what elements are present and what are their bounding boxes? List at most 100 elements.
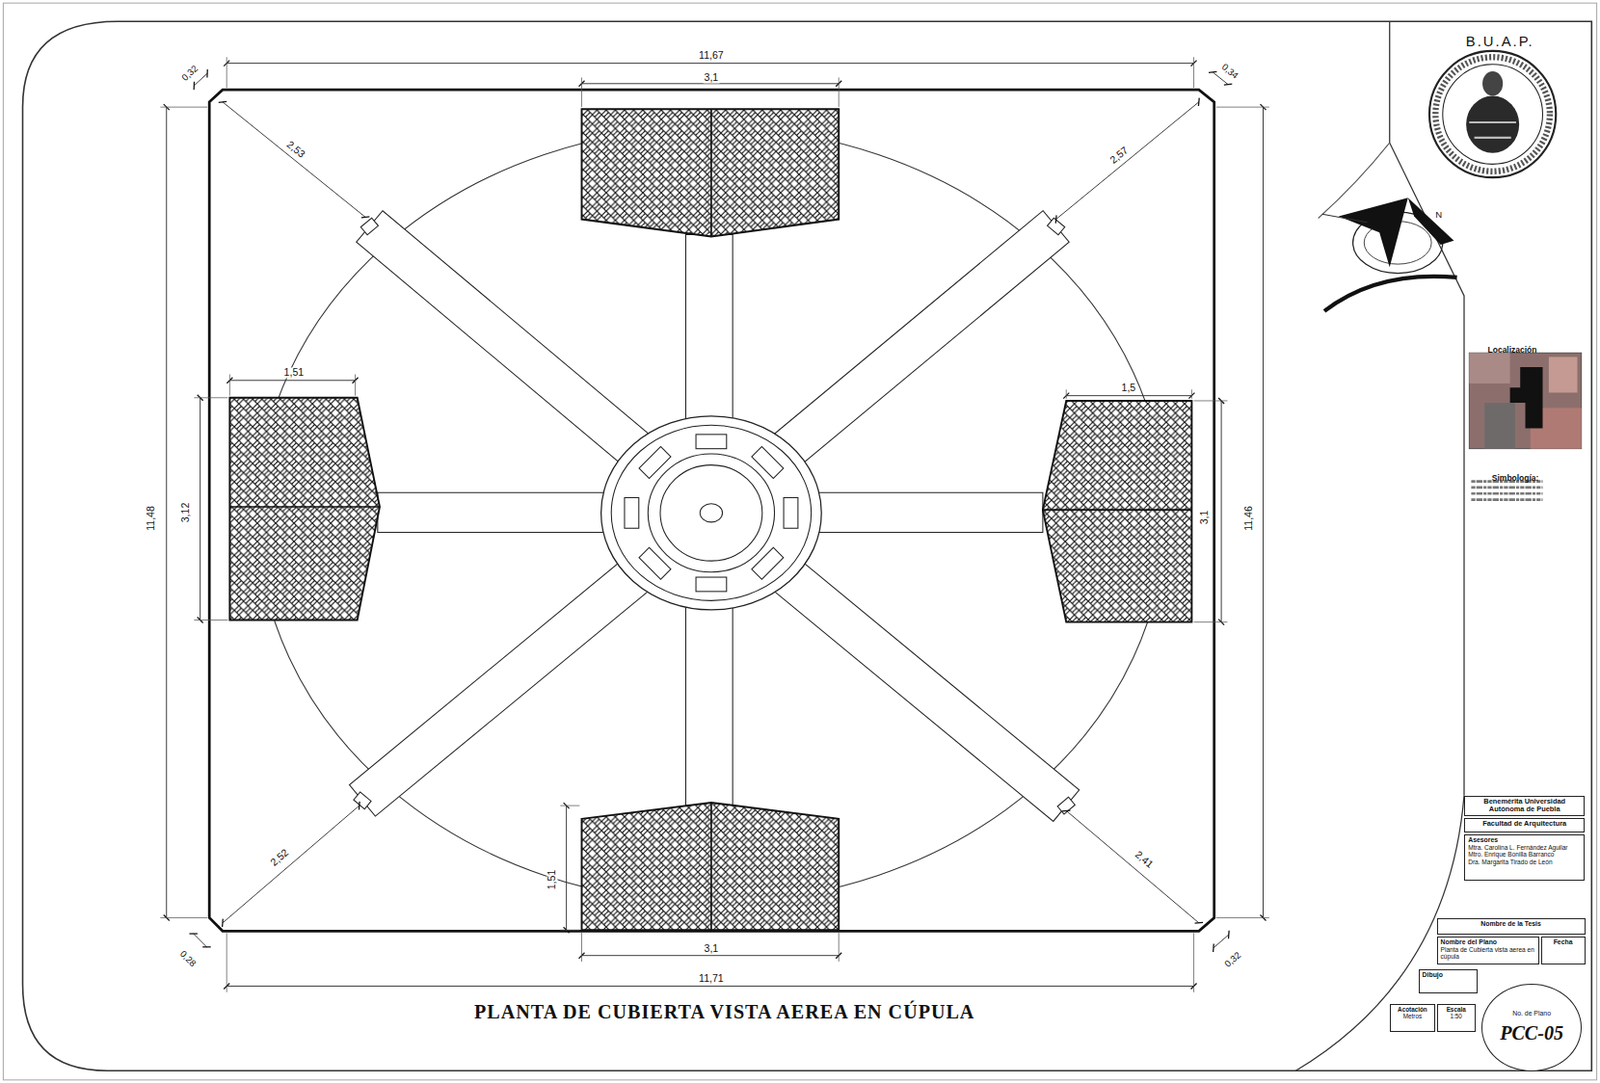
cell-value: Planta de Cubierta vista aerea en cúpula <box>1440 946 1536 961</box>
map-building <box>1510 367 1544 429</box>
roof-outline <box>209 89 1215 932</box>
extension-line <box>1194 400 1228 401</box>
dimension-tick <box>206 69 209 78</box>
dimension-label: 0,34 <box>1219 60 1241 81</box>
dimension-line <box>582 955 840 957</box>
dormer-hatched <box>582 802 840 931</box>
dormer-ridge <box>229 506 380 508</box>
cell-value: Mtra. Carolina L. Fernández Aguilar <box>1467 844 1581 853</box>
dimension-tick <box>358 801 361 810</box>
cell-heading: Facultad de Arquitectura <box>1467 820 1581 829</box>
university-seal <box>1429 51 1556 178</box>
dimension-tick <box>202 946 211 948</box>
dimension-label: 3,12 <box>180 502 191 525</box>
cell-heading: Asesores <box>1467 836 1581 845</box>
drawing-title: PLANTA DE CUBIERTA VISTA AEREA EN CÚPULA <box>474 1003 975 1024</box>
title-block-cell: Fecha <box>1541 936 1586 966</box>
rib-cap <box>360 217 378 236</box>
extension-line <box>581 932 583 962</box>
extension-line <box>1216 106 1270 108</box>
extension-line <box>226 933 228 992</box>
dimension-label: 11,46 <box>1243 505 1254 533</box>
dimension-tick <box>1195 922 1203 925</box>
dimension-line <box>1221 400 1223 623</box>
dimension-line <box>226 62 1194 64</box>
dormer-hatched <box>229 398 380 621</box>
lantern-inner <box>660 465 763 561</box>
north-arrow-base <box>1324 276 1458 312</box>
extension-line <box>560 930 580 932</box>
lantern-oculus <box>699 504 722 523</box>
lantern-merlon <box>783 497 799 529</box>
seal-lettering <box>1435 56 1550 172</box>
dimension-tick <box>1198 98 1200 107</box>
dimension-line <box>222 805 360 924</box>
dimension-tick <box>1227 931 1230 939</box>
extension-line <box>1191 389 1193 400</box>
extension-line <box>1194 621 1228 623</box>
dimension-line <box>1213 934 1229 949</box>
dimension-tick <box>188 933 197 934</box>
map-block <box>1548 356 1578 393</box>
cell-heading: Nombre del Plano <box>1440 938 1536 947</box>
seal-detail <box>1468 122 1517 138</box>
dormer-ridge <box>710 108 713 237</box>
sheet-frame <box>23 21 1593 1071</box>
cell-value: PCC-05 <box>1499 1022 1564 1045</box>
extension-line <box>226 56 228 88</box>
symbology-row <box>1470 498 1543 502</box>
extension-line <box>838 77 840 107</box>
dimension-tick <box>1055 214 1058 223</box>
dimension-label: 0,32 <box>179 62 201 83</box>
dormer-hatched <box>1042 400 1193 623</box>
extension-line <box>193 397 228 399</box>
north-arrow-line <box>1322 213 1368 222</box>
dimension-label: 3,1 <box>703 944 720 956</box>
dimension-tick <box>1062 809 1070 812</box>
symbology-row <box>1470 492 1543 496</box>
north-label: N <box>1434 210 1443 220</box>
cell-value: Mtro. Enrique Bonilla Barranco <box>1467 851 1581 859</box>
dormer-ridge <box>1042 508 1193 511</box>
extension-line <box>1193 933 1195 992</box>
lantern-drum <box>647 453 774 573</box>
dimension-label: 2,53 <box>284 138 309 161</box>
dimension-tick <box>1212 944 1215 953</box>
dimension-tick <box>1224 83 1232 86</box>
section-label: Localización <box>1487 345 1539 354</box>
dimension-line <box>1066 810 1200 923</box>
extension-line <box>160 106 208 108</box>
north-arrow <box>1338 197 1409 267</box>
extension-line <box>229 373 231 396</box>
dimension-tick <box>221 919 224 928</box>
lantern-merlon <box>695 434 727 450</box>
dimension-line <box>226 986 1194 987</box>
dome-base-ellipse <box>257 127 1166 903</box>
dimension-label: 2,41 <box>1132 849 1156 872</box>
seal-figure <box>1466 95 1520 153</box>
cell-heading: No. de Plano <box>1512 1010 1551 1018</box>
dimension-label: 11,67 <box>697 50 725 61</box>
dormer-ridge <box>710 802 713 931</box>
extension-line <box>160 917 208 919</box>
dimension-label: 3,1 <box>703 73 720 84</box>
dimension-label: 1,51 <box>283 368 306 379</box>
dimension-tick <box>218 101 227 104</box>
dimension-line <box>1262 106 1264 918</box>
title-block-cell: Facultad de Arquitectura <box>1464 818 1585 833</box>
dimension-label: 2,57 <box>1107 143 1132 166</box>
extension-line <box>560 805 580 807</box>
extension-line <box>193 619 228 621</box>
seal-figure-head <box>1482 71 1503 96</box>
dimension-line <box>222 102 366 218</box>
section-label: Simbología: <box>1491 474 1540 483</box>
extension-line <box>1066 389 1067 400</box>
map-block <box>1484 402 1516 450</box>
north-arrow <box>1408 197 1455 245</box>
lantern-ring <box>611 425 811 601</box>
map-block <box>1468 352 1510 384</box>
title-block-cell: Nombre del PlanoPlanta de Cubierta vista… <box>1437 936 1540 966</box>
